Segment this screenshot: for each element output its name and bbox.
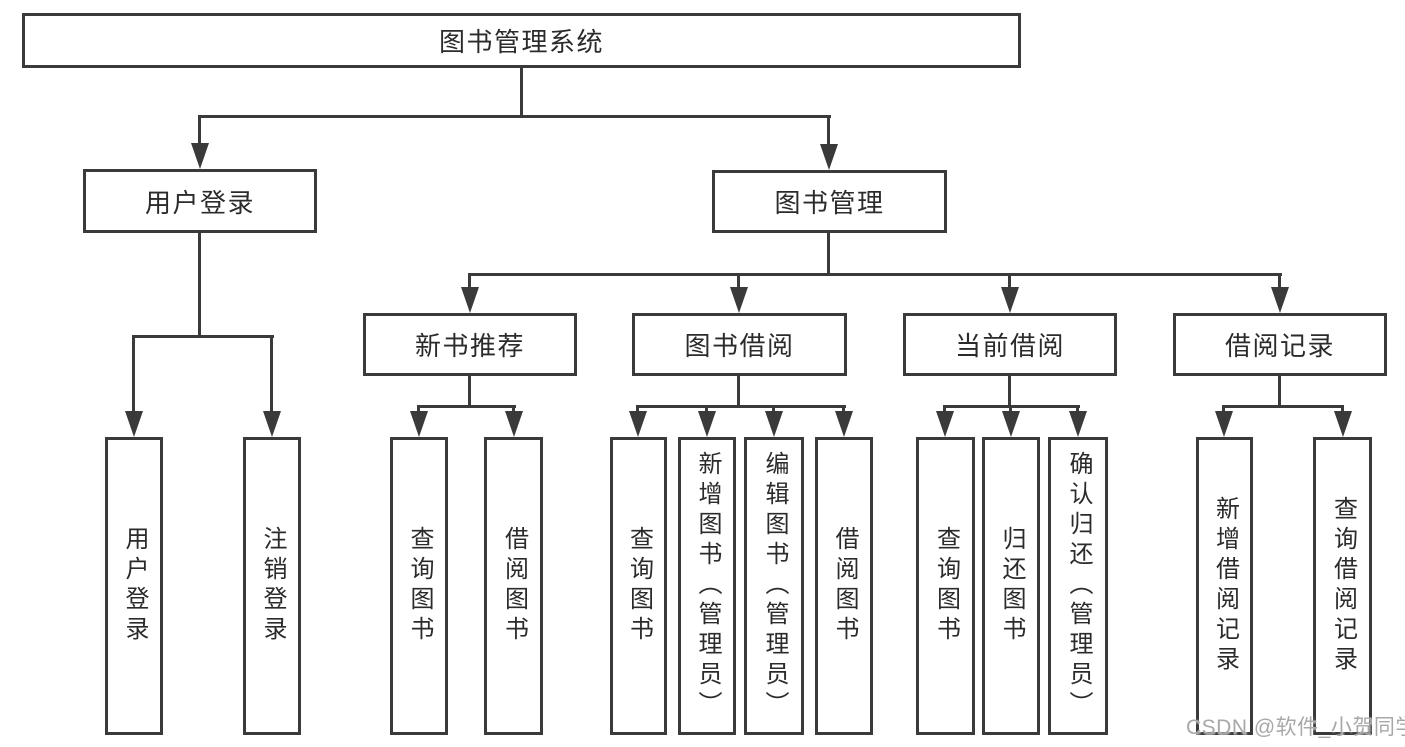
leaf-query-books: 查询图书 [390,437,448,735]
leaf-confirm-return-admin: 确认归还（管理员） [1048,437,1108,735]
arrow-down-icon [461,287,479,313]
leaf-query-borrow-record: 查询借阅记录 [1313,437,1372,735]
connector-line [133,335,274,338]
connector-line [1222,405,1344,408]
leaf-edit-books-admin: 编辑图书（管理员） [744,437,804,735]
connector-line [636,405,639,415]
arrow-down-icon [698,411,716,437]
arrow-down-icon [1215,411,1233,437]
connector-line [468,376,471,407]
node-new-book-recommendation: 新书推荐 [363,313,577,376]
leaf-borrow-books: 借阅图书 [484,437,543,735]
connector-line [1222,405,1225,415]
leaf-query-books: 查询图书 [916,437,975,735]
node-user-login: 用户登录 [83,169,317,233]
connector-line [636,405,846,408]
node-library-management-system: 图书管理系统 [22,13,1021,68]
connector-line [198,233,201,338]
leaf-borrow-books: 借阅图书 [815,437,873,735]
connector-line [1009,405,1012,415]
arrow-down-icon [730,287,748,313]
arrow-down-icon [1334,411,1352,437]
arrow-down-icon [1271,287,1289,313]
connector-line [468,273,1282,276]
arrow-down-icon [936,411,954,437]
leaf-return-books: 归还图书 [982,437,1040,735]
connector-line [842,405,845,415]
connector-line [417,405,420,415]
leaf-query-books: 查询图书 [610,437,667,735]
arrow-down-icon [629,411,647,437]
connector-line [737,273,740,289]
arrow-down-icon [505,411,523,437]
connector-line [1278,376,1281,407]
connector-line [199,115,831,118]
node-borrowing-records: 借阅记录 [1173,313,1387,376]
connector-line [520,68,523,117]
connector-line [772,405,775,415]
connector-line [1008,376,1011,407]
leaf-add-books-admin: 新增图书（管理员） [678,437,736,735]
arrow-down-icon [125,411,143,437]
arrow-down-icon [765,411,783,437]
connector-line [827,115,830,147]
connector-line [1008,273,1011,289]
node-book-borrowing: 图书借阅 [632,313,847,376]
connector-line [1076,405,1079,415]
leaf-logout: 注销登录 [243,437,301,735]
connector-line [512,405,515,415]
connector-line [270,335,273,413]
arrow-down-icon [1069,411,1087,437]
watermark: CSDN @软件_小贺同学 [1186,716,1405,739]
connector-line [1278,273,1281,289]
leaf-user-login: 用户登录 [105,437,163,735]
connector-line [705,405,708,415]
node-current-borrowing: 当前借阅 [903,313,1117,376]
arrow-down-icon [1001,287,1019,313]
leaf-add-borrow-record: 新增借阅记录 [1196,437,1253,735]
connector-line [198,115,201,147]
connector-line [737,376,740,407]
arrow-down-icon [191,143,209,169]
connector-line [417,405,516,408]
arrow-down-icon [263,411,281,437]
arrow-down-icon [410,411,428,437]
connector-line [827,233,830,276]
arrow-down-icon [820,144,838,170]
connector-line [132,335,135,413]
arrow-down-icon [1002,411,1020,437]
arrow-down-icon [835,411,853,437]
connector-line [468,273,471,289]
node-book-management: 图书管理 [712,170,947,233]
connector-line [943,405,946,415]
connector-line [1341,405,1344,415]
